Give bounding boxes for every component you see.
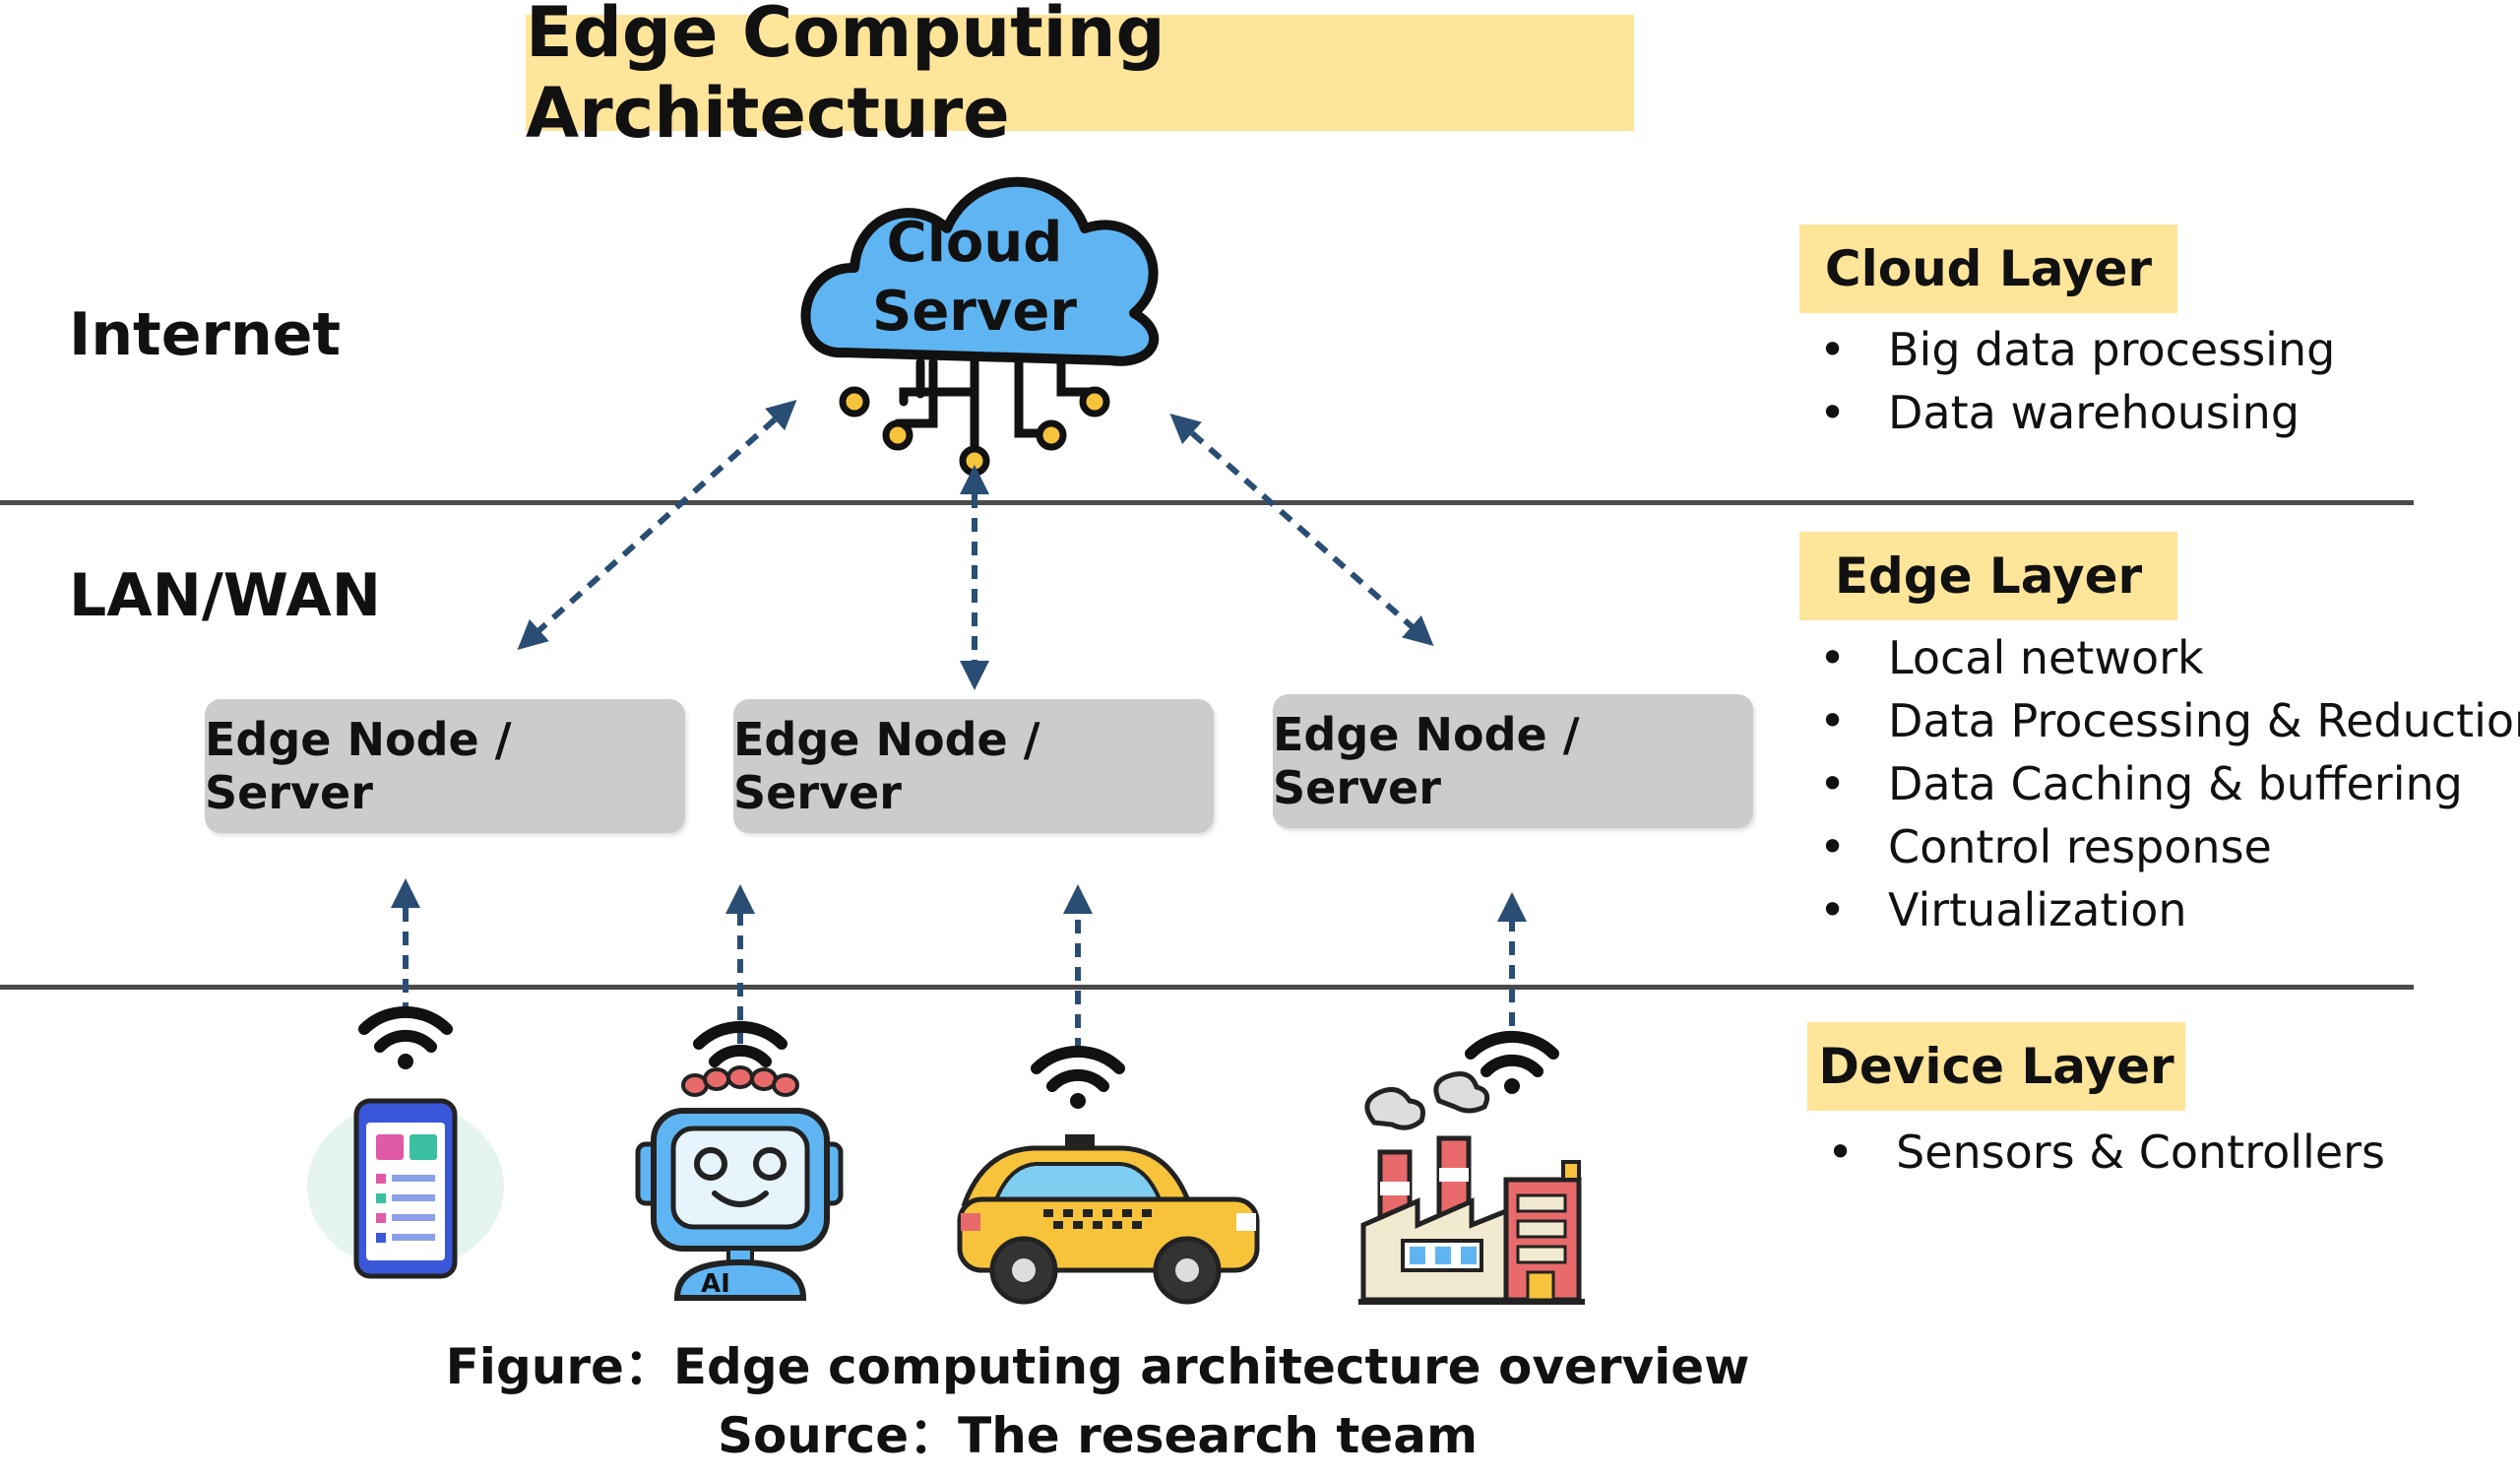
list-item: Data Processing & Reduction xyxy=(1819,689,2520,752)
cloud-layer-list: Big data processing Data warehousing xyxy=(1819,318,2335,444)
cloud-server-label: Cloud Server xyxy=(856,209,1093,347)
layer-title-device: Device Layer xyxy=(1807,1022,2185,1111)
list-item: Control response xyxy=(1819,815,2520,878)
wifi-icon xyxy=(358,1005,453,1069)
zone-label-internet: Internet xyxy=(69,300,342,369)
list-item: Data warehousing xyxy=(1819,381,2335,444)
edge-node-2: Edge Node / Server xyxy=(733,699,1214,833)
taxi-car-icon xyxy=(957,1134,1260,1305)
list-item: Local network xyxy=(1819,626,2520,689)
edge-layer-list: Local network Data Processing & Reductio… xyxy=(1819,626,2520,941)
layer-title-cloud: Cloud Layer xyxy=(1799,225,2177,313)
arrow-cloud-edge-3 xyxy=(1169,414,1434,646)
list-item: Virtualization xyxy=(1819,878,2520,941)
device-layer-list: Sensors & Controllers xyxy=(1827,1121,2385,1184)
ai-robot-icon xyxy=(635,1065,844,1301)
cloud-server-icon xyxy=(800,176,1159,477)
edge-node-3: Edge Node / Server xyxy=(1273,694,1753,828)
factory-icon xyxy=(1358,1071,1585,1305)
list-item: Big data processing xyxy=(1819,318,2335,381)
smartphone-icon xyxy=(307,1098,504,1279)
edge-node-1: Edge Node / Server xyxy=(205,699,685,833)
zone-label-lanwan: LAN/WAN xyxy=(69,561,381,630)
figure-caption: Figure：Edge computing architecture overv… xyxy=(445,1338,1750,1395)
source-caption: Source：The research team xyxy=(717,1407,1479,1464)
cloud-label-line1: Cloud xyxy=(886,211,1063,275)
layer-title-edge: Edge Layer xyxy=(1799,532,2177,620)
divider-lan-device xyxy=(0,985,2414,990)
arrow-cloud-edge-1 xyxy=(517,399,797,651)
cloud-label-line2: Server xyxy=(871,280,1078,344)
wifi-icon xyxy=(1465,1030,1559,1094)
list-item: Data Caching & buffering xyxy=(1819,752,2520,815)
wifi-icon xyxy=(1031,1045,1125,1109)
list-item: Sensors & Controllers xyxy=(1827,1121,2385,1184)
robot-badge-label: AI xyxy=(701,1269,730,1299)
